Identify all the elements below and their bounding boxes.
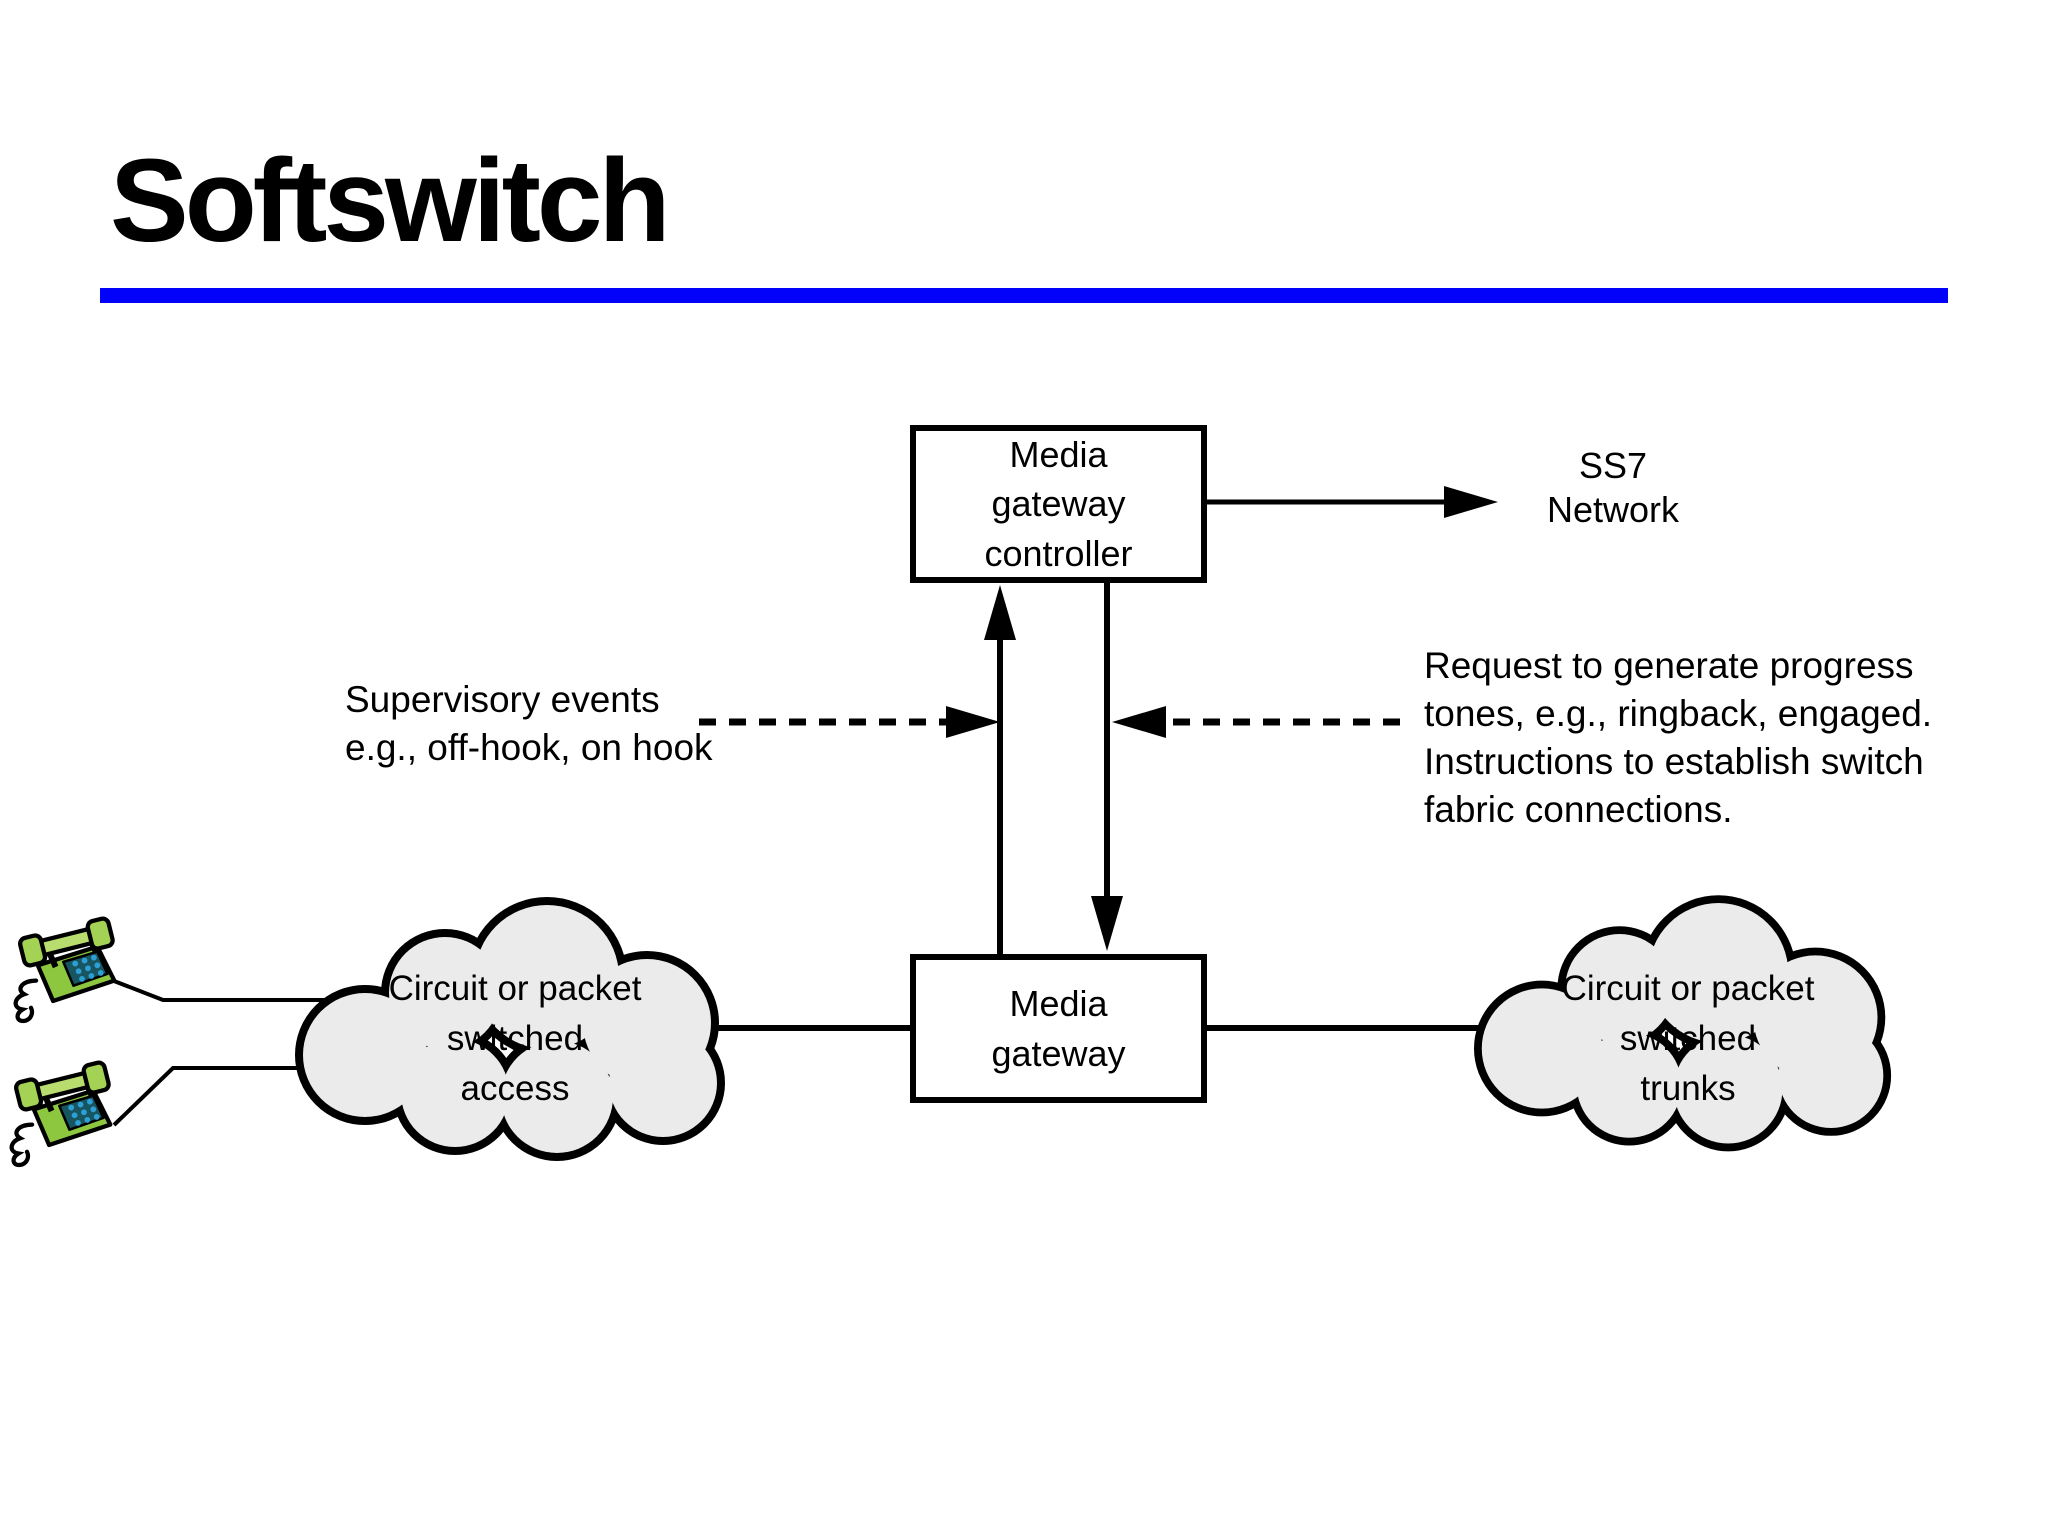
- telephone-icon: [16, 917, 115, 1021]
- media-gateway-box: Media gateway: [910, 954, 1207, 1103]
- telephone-icon: [12, 1061, 111, 1165]
- progress-tones-note: Request to generate progress tones, e.g.…: [1424, 645, 1933, 831]
- media-gateway-controller-label: Media gateway controller: [984, 433, 1133, 574]
- progress-dashed-arrow: [1112, 706, 1400, 738]
- page-title: Softswitch: [110, 135, 671, 267]
- supervisory-dashed-arrow: [699, 706, 1000, 738]
- media-gateway-controller-box: Media gateway controller: [910, 425, 1207, 583]
- mgc-to-media-gateway-arrow: [1091, 578, 1123, 951]
- mgc-to-ss7-arrow: [1202, 486, 1498, 518]
- access-cloud-label: Circuit or packet switched access: [388, 969, 642, 1109]
- media-gateway-label: Media gateway: [991, 982, 1126, 1074]
- trunks-cloud-label: Circuit or packet switched trunks: [1561, 969, 1815, 1109]
- title-underline: [100, 288, 1948, 303]
- supervisory-events-note: Supervisory events e.g., off-hook, on ho…: [345, 679, 713, 769]
- phone1-to-access-cloud-line: [113, 979, 370, 1002]
- ss7-network-label: SS7 Network: [1546, 445, 1680, 530]
- media-gateway-to-mgc-arrow: [984, 585, 1016, 956]
